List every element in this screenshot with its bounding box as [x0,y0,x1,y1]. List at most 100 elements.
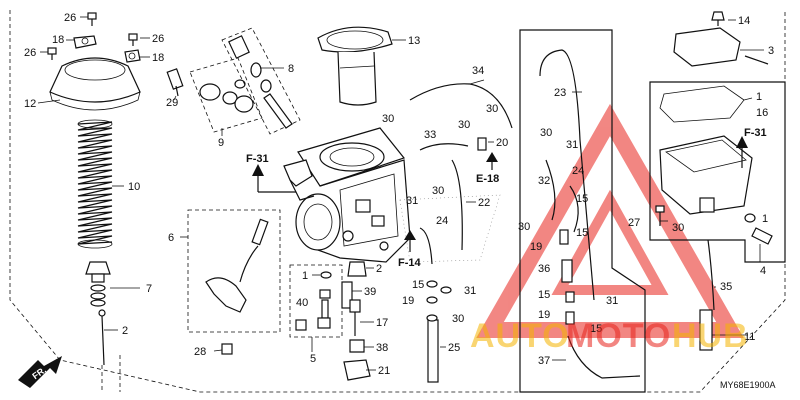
part-label-30g: 30 [518,221,530,233]
drain-screw-4 [751,227,773,245]
tube-35 [707,239,715,311]
part-label-28: 28 [194,346,206,358]
part-label-10: 10 [128,181,140,193]
part-label-30a: 30 [382,113,394,125]
part-label-19b: 19 [530,241,542,253]
part-label-35: 35 [720,281,732,293]
tube-11 [699,309,713,351]
tube-25 [427,319,439,383]
watermark-logo [476,103,744,338]
part-label-7: 7 [146,283,152,295]
part-label-39: 39 [364,286,376,298]
float-chamber-cover-3 [673,27,769,67]
ref-f14[interactable]: F-14 [398,257,422,269]
part-label-29: 29 [166,97,178,109]
ref-f31-left[interactable]: F-31 [246,153,269,165]
part-label-16: 16 [756,107,768,119]
part-label-30c: 30 [486,103,498,115]
ref-e18[interactable]: E-18 [476,173,499,185]
part-label-15b: 15 [576,193,588,205]
plug-28 [221,343,233,355]
part-label-2b: 2 [376,263,382,275]
part-label-38: 38 [376,342,388,354]
ref-f31-right-arrow [736,136,748,168]
part-label-23: 23 [554,87,566,99]
vacuum-piston-13 [317,26,393,106]
part-label-30d: 30 [432,185,444,197]
needle-jet-17 [349,299,361,336]
part-label-3: 3 [768,45,774,57]
screw-26-left [47,47,57,60]
part-label-37: 37 [538,355,550,367]
part-label-26c: 26 [152,33,164,45]
part-label-34: 34 [472,65,484,77]
part-label-26b: 26 [24,47,36,59]
screw-27 [655,205,665,226]
part-label-19c: 19 [538,309,550,321]
part-label-1d: 1 [762,213,768,225]
part-label-20: 20 [496,137,508,149]
tube-24-right [569,185,579,233]
part-label-11: 11 [744,331,755,343]
watermark-text: AUTO MOTO HUB [470,317,749,355]
part-label-1: 1 [756,91,762,103]
part-label-18a: 18 [52,34,64,46]
part-label-21: 21 [378,365,390,377]
screw-26-right [128,33,138,46]
part-label-27: 27 [628,217,640,229]
part-label-31a: 31 [406,195,418,207]
assembly-boundary [9,10,786,393]
part-label-32: 32 [538,175,550,187]
part-label-1a: 1 [302,270,308,282]
carburetor-body [283,127,501,263]
fittings-lower [426,280,452,322]
part-label-15a: 15 [412,279,424,291]
part-label-25: 25 [448,342,460,354]
part-label-6: 6 [168,232,174,244]
part-label-36: 36 [538,263,550,275]
part-label-18b: 18 [152,52,164,64]
part-label-31d: 31 [606,295,618,307]
part-label-30e: 30 [452,313,464,325]
accelerator-pump-set-6 [187,209,281,333]
part-label-30h: 30 [672,222,684,234]
part-label-31c: 31 [566,139,578,151]
watermark-word-hub: HUB [672,317,749,355]
part-label-24b: 24 [572,165,584,177]
part-label-17: 17 [376,317,388,329]
adjust-screw-set-8 [221,27,301,135]
part-label-40: 40 [296,297,308,309]
part-label-22: 22 [478,197,490,209]
part-label-4: 4 [760,265,766,277]
ref-e18-arrow [486,152,498,170]
tube-36 [561,259,573,283]
part-label-8: 8 [288,63,294,75]
jet-needle-2 [98,309,106,366]
tube-33 [419,143,469,151]
jet-39 [341,281,353,309]
part-label-30b: 30 [458,119,470,131]
ref-f31-right[interactable]: F-31 [744,127,767,139]
holder-18-right [124,49,141,63]
tube-32 [545,159,556,221]
float-bowl [659,135,753,215]
nut-38 [349,339,365,353]
fittings-right [559,229,575,325]
clip-21 [343,359,371,381]
tube-37 [567,335,641,379]
part-label-14: 14 [738,15,750,27]
screw-26-top [87,12,97,26]
front-direction-arrow [18,356,62,388]
holder-18-left [73,35,97,49]
float-chamber-boundary [649,81,786,263]
jet-2b [347,261,367,277]
watermark-word-auto: AUTO [470,317,570,355]
plunger-29 [166,68,184,97]
tube-22 [451,159,463,251]
part-label-33: 33 [424,129,436,141]
watermark-word-moto: MOTO [566,317,671,355]
needle-holder-7 [85,261,111,307]
part-label-15d: 15 [538,289,550,301]
